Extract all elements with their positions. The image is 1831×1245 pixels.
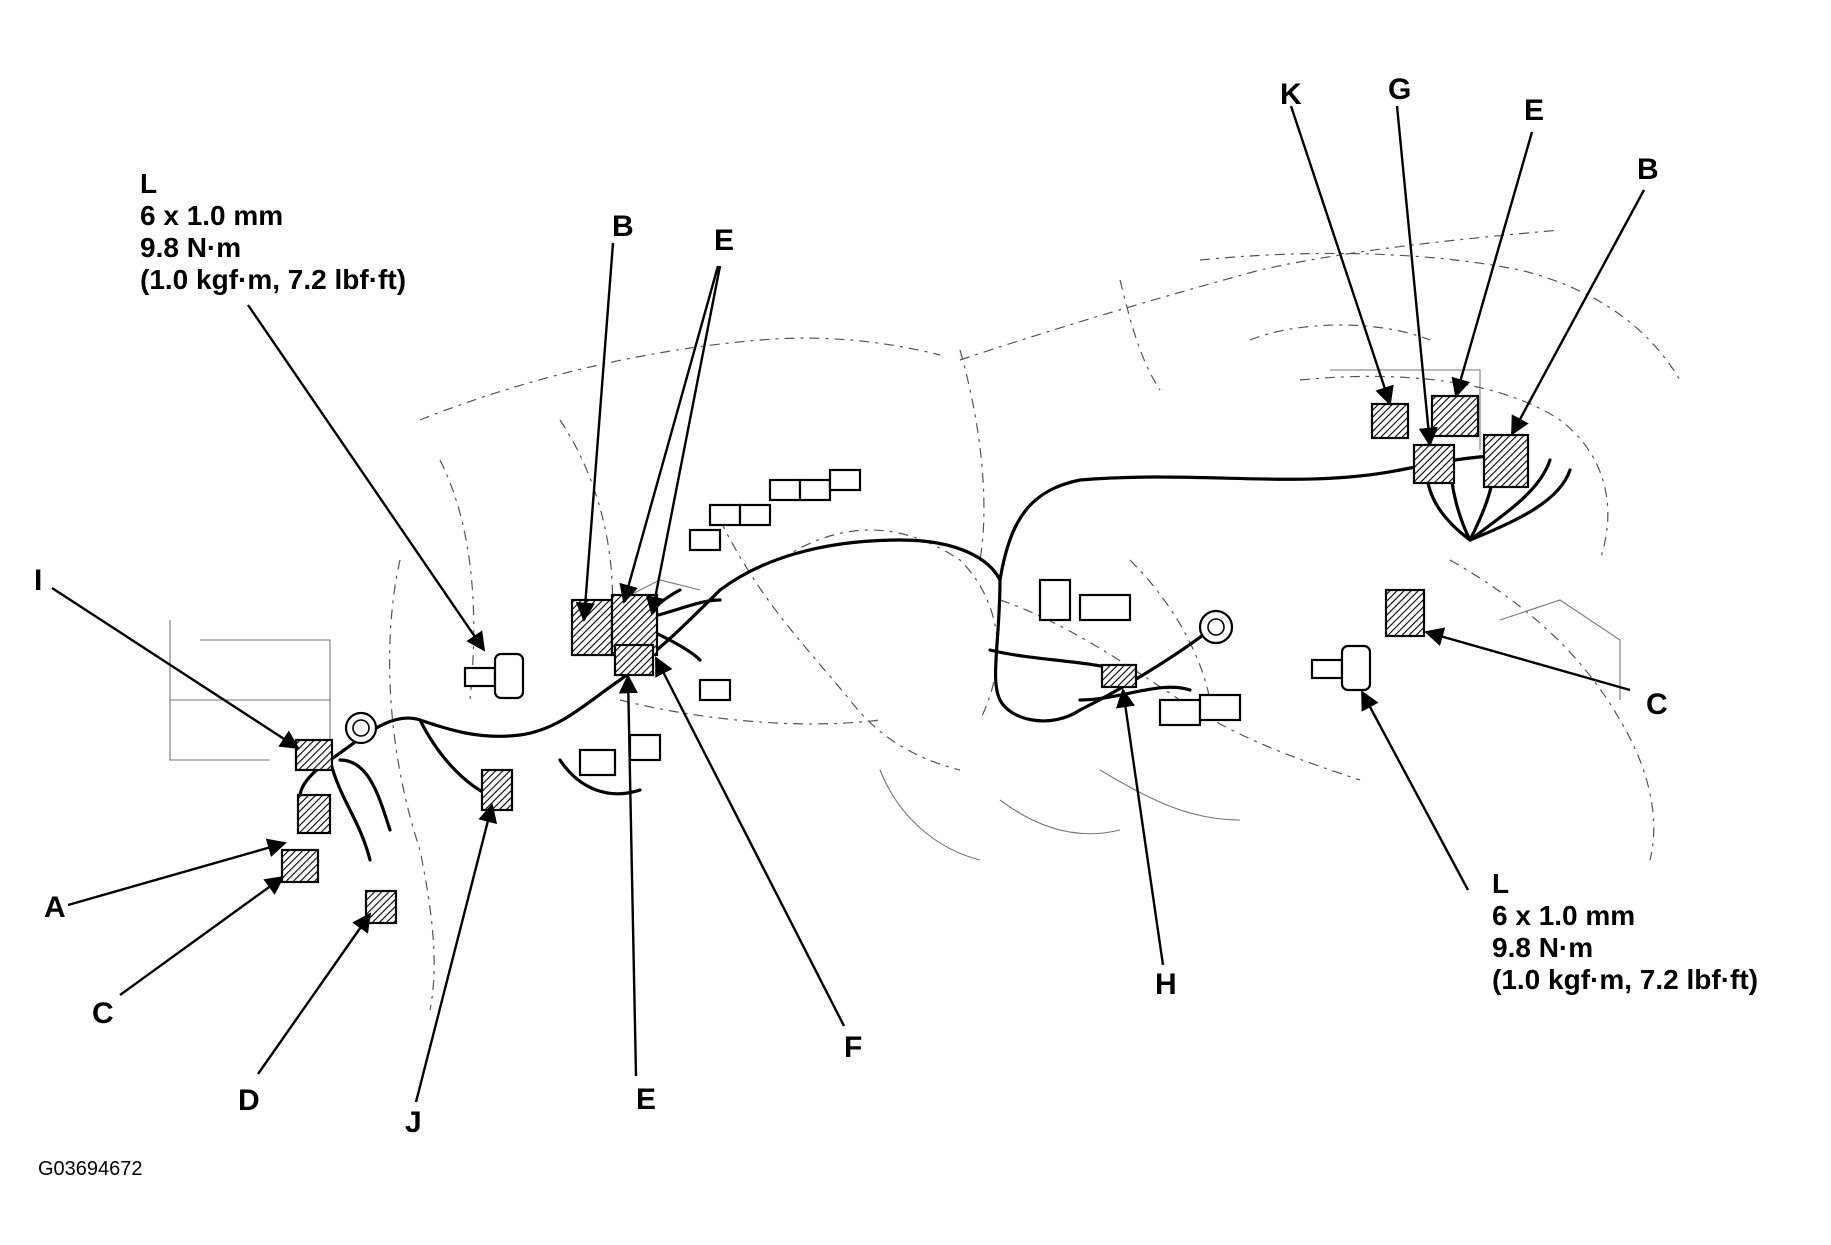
plain-connectors — [578, 468, 1242, 777]
bolt-spec-letter: L — [140, 168, 158, 199]
bolt-spec-letter: L — [1492, 868, 1510, 899]
callout-g: G — [1388, 73, 1412, 106]
callout-c-left: C — [92, 997, 114, 1030]
bolt-right — [1310, 644, 1372, 692]
bolt-spec-size: 6 x 1.0 mm — [140, 200, 284, 231]
callout-e-bottom: E — [636, 1083, 657, 1116]
callout-b-left: B — [612, 210, 634, 243]
bolt-spec-left: L 6 x 1.0 mm 9.8 N·m (1.0 kgf·m, 7.2 lbf… — [140, 168, 406, 296]
callout-h: H — [1155, 968, 1177, 1001]
figure-id: G03694672 — [38, 1158, 143, 1180]
bolt-spec-torque: 9.8 N·m — [140, 232, 242, 263]
callout-f: F — [844, 1031, 863, 1064]
hatched-connectors — [280, 394, 1530, 925]
grommets — [344, 609, 1234, 745]
callout-c-right: C — [1646, 688, 1668, 721]
bolt-left — [463, 652, 525, 700]
callout-b-right: B — [1637, 153, 1659, 186]
leader-lines — [51, 105, 1646, 1103]
callout-j: J — [405, 1106, 422, 1139]
bolt-spec-size: 6 x 1.0 mm — [1492, 900, 1636, 931]
bolt-spec-torque: 9.8 N·m — [1492, 932, 1594, 963]
callout-d: D — [238, 1084, 260, 1117]
callout-i: I — [34, 564, 43, 597]
bolt-spec-torque-alt: (1.0 kgf·m, 7.2 lbf·ft) — [140, 264, 407, 295]
callout-e-right: E — [1524, 94, 1545, 127]
bolt-spec-torque-alt: (1.0 kgf·m, 7.2 lbf·ft) — [1492, 964, 1759, 995]
bolt-spec-right: L 6 x 1.0 mm 9.8 N·m (1.0 kgf·m, 7.2 lbf… — [1492, 868, 1758, 996]
callout-a: A — [44, 891, 66, 924]
callout-e-top: E — [714, 224, 735, 257]
callout-k: K — [1280, 78, 1302, 111]
